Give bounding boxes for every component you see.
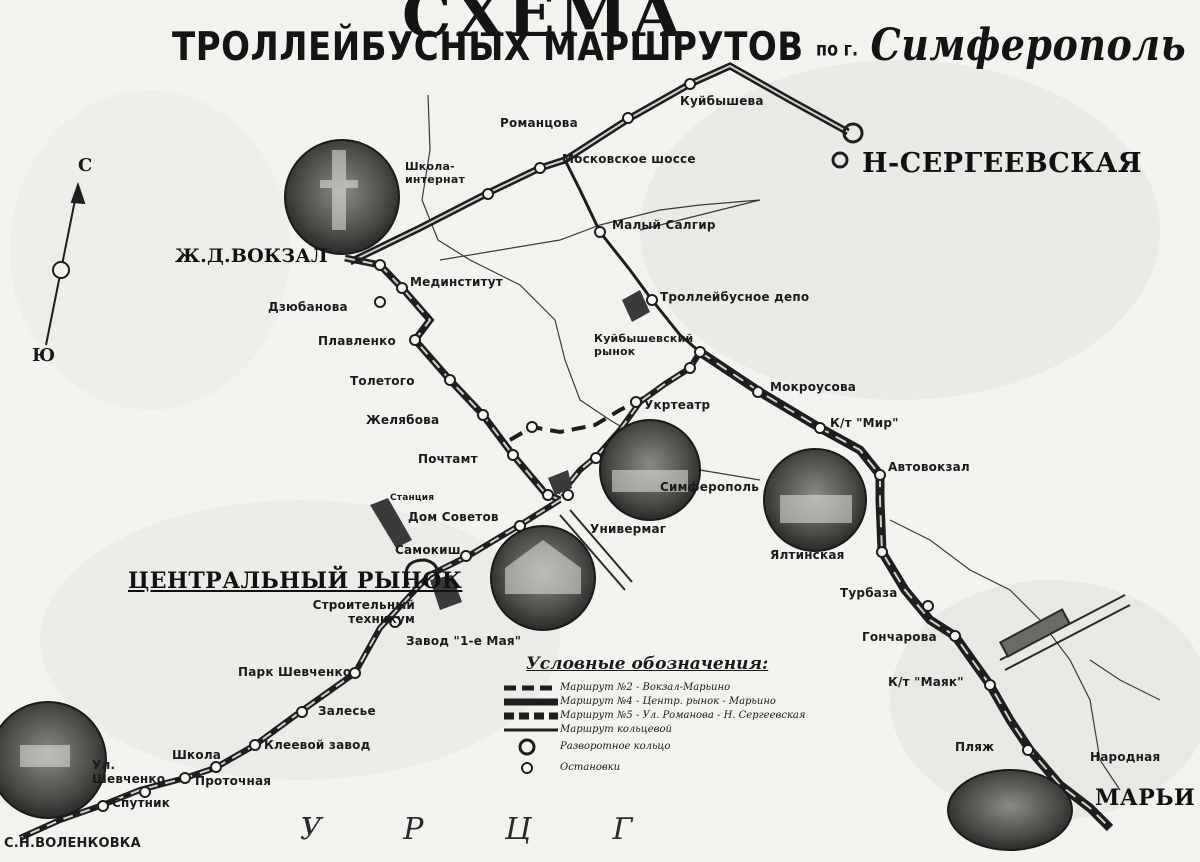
stop-label: Народная (1090, 750, 1161, 764)
legend-item: Маршрут №5 - Ул. Романова - Н. Сергеевск… (560, 710, 806, 721)
stop-label: Пляж (955, 740, 995, 754)
legend-item: Маршрут кольцевой (560, 724, 672, 735)
stop-label: Малый Салгир (612, 218, 716, 232)
stop-label: Завод "1-е Мая" (406, 634, 522, 648)
stop-label: Самокиш (395, 543, 461, 557)
stop-label: Школа-интернат (405, 160, 466, 186)
stop-label: Куйбышева (680, 94, 764, 108)
compass-south: Ю (32, 345, 56, 366)
stop-label: Желябова (366, 413, 440, 427)
stop-label: К/т "Маяк" (888, 675, 964, 689)
map-subtitle: ТРОЛЛЕЙБУСНЫХ МАРШРУТОВ по г. Симферопол… (172, 19, 1186, 71)
rivers (421, 94, 1161, 791)
stop-label: Строительный техникум (312, 598, 415, 626)
label-north-terminus: Н-СЕРГЕЕВСКАЯ (862, 148, 1143, 179)
compass-north: С (78, 155, 93, 176)
bottom-handwriting: У Р Ц Г (300, 812, 669, 847)
stop-label: Романцова (500, 116, 578, 130)
subtitle-city: Симферополь (870, 18, 1187, 71)
stop-label: Толетого (350, 374, 415, 388)
route-depot-branch (563, 159, 701, 354)
legend-item: Маршрут №4 - Центр. рынок - Марьино (560, 696, 776, 707)
subtitle-text: ТРОЛЛЕЙБУСНЫХ МАРШРУТОВ (172, 24, 804, 71)
legend-item: Маршрут №2 - Вокзал-Марьино (560, 682, 731, 693)
label-south-terminus: МАРЬИ (1095, 785, 1196, 811)
stop-label: Ул. Шевченко (92, 758, 166, 786)
stop-label: Куйбышевский рынок (594, 332, 694, 358)
subtitle-preposition: по г. (816, 38, 859, 61)
stop-label: Парк Шевченко (238, 665, 352, 679)
legend-item: Остановки (560, 762, 621, 773)
route-southeast (697, 348, 1114, 832)
legend-symbols (504, 685, 558, 774)
stop-label: Симферополь (660, 480, 760, 494)
stop-label: Спутник (112, 796, 171, 810)
label-central-market: ЦЕНТРАЛЬНЫЙ РЫНОК (128, 568, 463, 594)
railway (559, 509, 1131, 671)
stop-label: Турбаза (840, 586, 898, 600)
stop-label: Автовокзал (888, 460, 970, 474)
stop-label: К/т "Мир" (830, 416, 899, 430)
stop-label: Ялтинская (770, 548, 845, 562)
route-north (348, 62, 850, 266)
route-station-centre (344, 254, 562, 504)
legend-item: Разворотное кольцо (560, 741, 671, 752)
stop-label: Гончарова (862, 630, 937, 644)
stop-label: Проточная (195, 774, 272, 788)
label-railway-station: Ж.Д.ВОКЗАЛ (175, 245, 328, 267)
map-title: СХЕМА (402, 0, 686, 51)
turning-loops (404, 122, 864, 586)
stop-label: Станция (390, 493, 435, 503)
stop-label: Клеевой завод (264, 738, 371, 752)
stop-label: Дом Советов (408, 510, 499, 524)
legend-title: Условные обозначения: (526, 654, 769, 674)
label-bottom-left: С.Н.ВОЛЕНКОВКА (4, 836, 141, 851)
paper-texture (10, 60, 1200, 820)
stop-label: Залесье (318, 704, 376, 718)
stop-label: Универмаг (590, 522, 667, 536)
compass-arrow (45, 181, 86, 346)
stop-label: Троллейбусное депо (660, 290, 810, 304)
stop-label: Дзюбанова (268, 300, 348, 314)
building-blocks (370, 290, 650, 610)
stop-label: Мокроусова (770, 380, 857, 394)
stop-label: Плавленко (318, 334, 396, 348)
stop-label: Почтамт (418, 452, 478, 466)
stop-label: Мединститут (410, 275, 503, 289)
stop-label: Школа (172, 748, 222, 762)
stop-label: Московское шоссе (562, 152, 696, 166)
photo-details (20, 150, 852, 767)
stop-label: Укртеатр (644, 398, 711, 412)
